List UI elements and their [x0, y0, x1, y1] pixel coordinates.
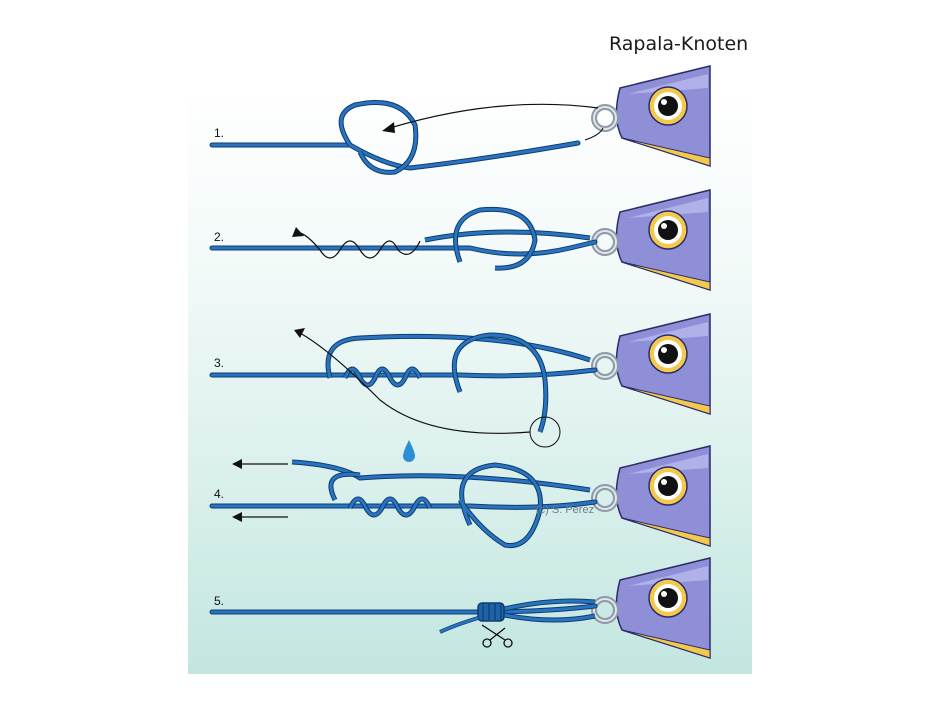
step-label-5: 5. [214, 594, 225, 608]
step-3-illustration [209, 314, 710, 448]
step-label-3: 3. [214, 356, 225, 370]
step-label-4: 4. [214, 487, 225, 501]
step-4-illustration [209, 440, 710, 546]
step-label-2: 2. [214, 230, 225, 244]
step-2-illustration [209, 190, 710, 290]
step-label-1: 1. [214, 126, 225, 140]
step-5-illustration [209, 558, 710, 658]
water-drop-icon [403, 440, 415, 462]
page-title: Rapala-Knoten [609, 33, 749, 55]
scissors-icon [481, 624, 513, 648]
step-1-illustration [209, 66, 710, 175]
copyright-text: (c) S. Perez [536, 504, 595, 516]
